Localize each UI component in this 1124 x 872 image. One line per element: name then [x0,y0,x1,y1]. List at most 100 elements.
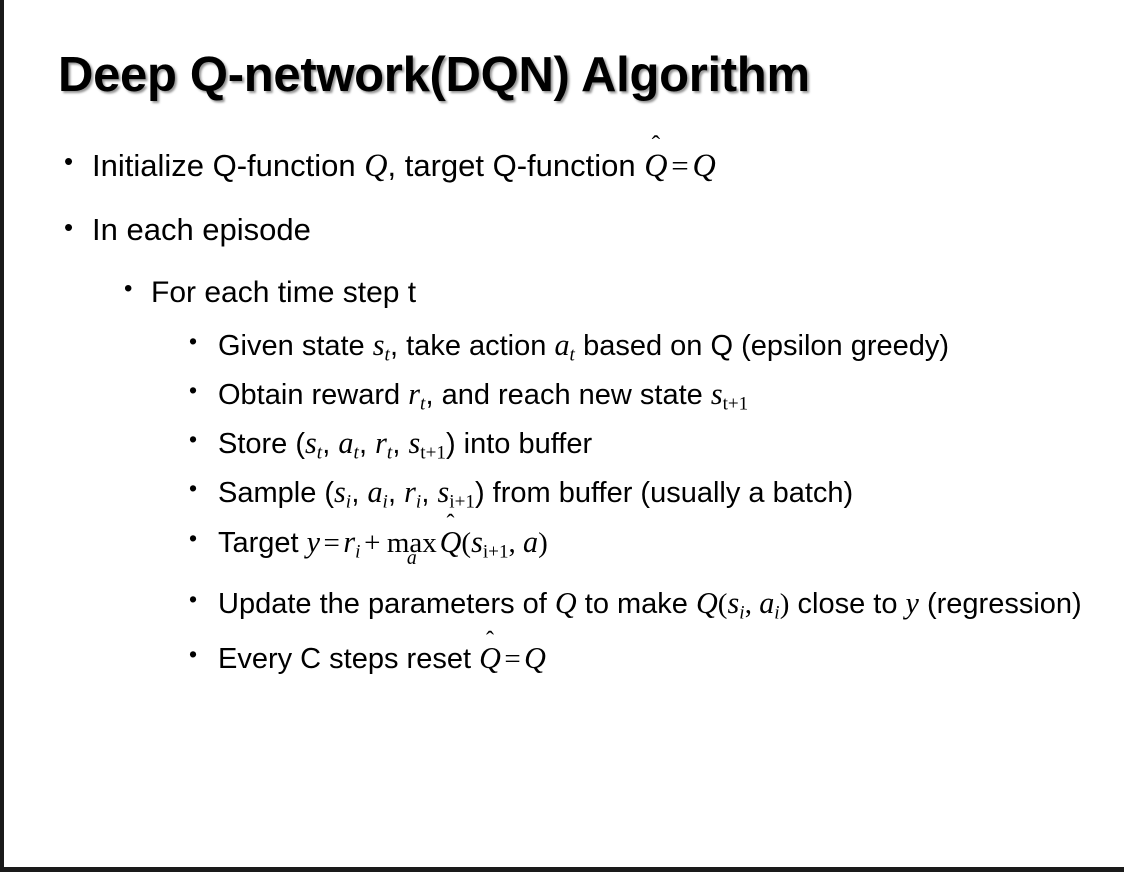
text-segment: Store ( [218,428,306,461]
math-r-subscript: t [386,442,393,464]
math-q2: Q [695,586,718,621]
math-max-label: max [386,526,437,559]
text-separator: , [744,588,760,621]
bullet-marker-icon: • [189,586,198,613]
text-segment: Sample ( [218,477,335,510]
math-r: r [404,475,416,510]
text-segment: , take action [390,329,555,362]
text-segment: Target [218,526,307,559]
math-paren-open: ( [717,588,728,621]
text-separator: , [392,428,409,461]
math-q: Q [364,147,388,183]
math-q: Q [524,641,546,676]
math-r: r [408,376,420,411]
text-segment: Initialize Q-function [92,148,365,183]
math-q2: Q [692,147,716,183]
math-s-next: s [408,426,421,461]
math-equals: = [504,643,521,676]
text-segment: Obtain reward [218,378,409,411]
bullet-obtain-reward: • Obtain reward rt, and reach new state … [0,377,1124,416]
math-s-subscript: i [345,492,352,514]
math-equals: = [323,526,340,559]
text-segment: , target Q-function [387,148,645,183]
text-segment: based on Q (epsilon greedy) [575,329,950,362]
bullet-update-parameters-text: Update the parameters of Q to make Q(si,… [218,586,1098,625]
bullet-marker-icon: • [189,426,198,453]
text-segment: ) into buffer [445,428,593,461]
bullet-update-parameters: • Update the parameters of Q to make Q(s… [0,586,1124,625]
bullet-marker-icon: • [189,376,198,403]
math-paren-close: ) [538,526,548,559]
math-s: s [334,475,346,510]
math-q-hat-base: Q [439,524,462,559]
math-s-subscript: t [316,442,323,464]
math-q-hat: Q̂ [479,641,501,677]
math-r: r [343,524,356,559]
math-paren-open: ( [461,526,472,559]
text-segment: close to [789,588,906,621]
slide-left-edge [0,0,4,872]
text-separator: , [508,526,524,559]
bullet-marker-icon: • [189,327,198,354]
math-y: y [306,524,321,559]
math-s-subscript: t+1 [722,393,749,415]
bullet-marker-icon: • [64,146,74,176]
bullet-marker-icon: • [124,275,133,303]
math-max-limit: a [406,546,417,569]
text-separator: , [322,428,339,461]
math-a-subscript: t [569,344,576,366]
math-s-next-subscript: i+1 [449,492,475,514]
bullet-in-each-episode: • In each episode [0,212,1124,249]
math-s-subscript: i+1 [482,541,509,563]
math-s: s [727,586,740,621]
bullet-given-state: • Given state st, take action at based o… [0,328,1124,367]
text-separator: , [388,477,405,510]
math-y: y [905,586,919,621]
math-paren-close: ) [779,588,790,621]
bullet-sample-from-buffer-text: Sample (si, ai, ri, si+1) from buffer (u… [218,475,1098,514]
text-segment: Every C steps reset [218,643,480,676]
bullet-store-into-buffer-text: Store (st, at, rt, st+1) into buffer [218,426,1098,465]
math-s-next: s [437,475,450,510]
math-q-hat-base: Q [479,641,501,676]
math-a-subscript: t [353,442,360,464]
math-s-subscript: t [384,344,391,366]
text-segment: to make [576,588,696,621]
bullet-for-each-time-step: • For each time step t [0,275,1124,310]
bullet-every-c-steps-reset: • Every C steps reset Q̂=Q [0,641,1124,677]
math-plus: + [364,526,381,559]
bullet-obtain-reward-text: Obtain reward rt, and reach new state st… [218,377,1098,416]
text-segment: ) from buffer (usually a batch) [474,477,854,510]
text-separator: , [351,477,368,510]
bullet-marker-icon: • [189,641,198,668]
math-s: s [305,426,317,461]
slide-body: • Initialize Q-function Q, target Q-func… [0,146,1124,687]
math-s-next-subscript: t+1 [420,442,446,464]
text-segment: Update the parameters of [218,588,555,621]
math-a: a [759,586,775,621]
bullet-initialize: • Initialize Q-function Q, target Q-func… [0,146,1124,185]
math-s: s [710,376,723,411]
math-a: a [523,524,539,559]
bullet-given-state-text: Given state st, take action at based on … [218,328,1098,367]
math-r-subscript: i [355,541,361,563]
bullet-store-into-buffer: • Store (st, at, rt, st+1) into buffer [0,426,1124,465]
text-segment: Given state [218,329,373,362]
math-r-subscript: i [415,492,422,514]
math-q-hat: Q̂ [644,146,667,185]
math-s-subscript: i [739,602,745,624]
math-a: a [338,426,354,461]
math-q-hat-base: Q [644,147,668,183]
math-a-subscript: i [382,492,389,514]
text-separator: , [359,428,376,461]
bullet-marker-icon: • [189,475,198,502]
math-s: s [372,327,385,362]
bullet-every-c-steps-reset-text: Every C steps reset Q̂=Q [218,641,1098,677]
math-a: a [367,475,383,510]
slide-bottom-edge [0,867,1124,872]
bullet-for-each-time-step-text: For each time step t [151,276,417,310]
